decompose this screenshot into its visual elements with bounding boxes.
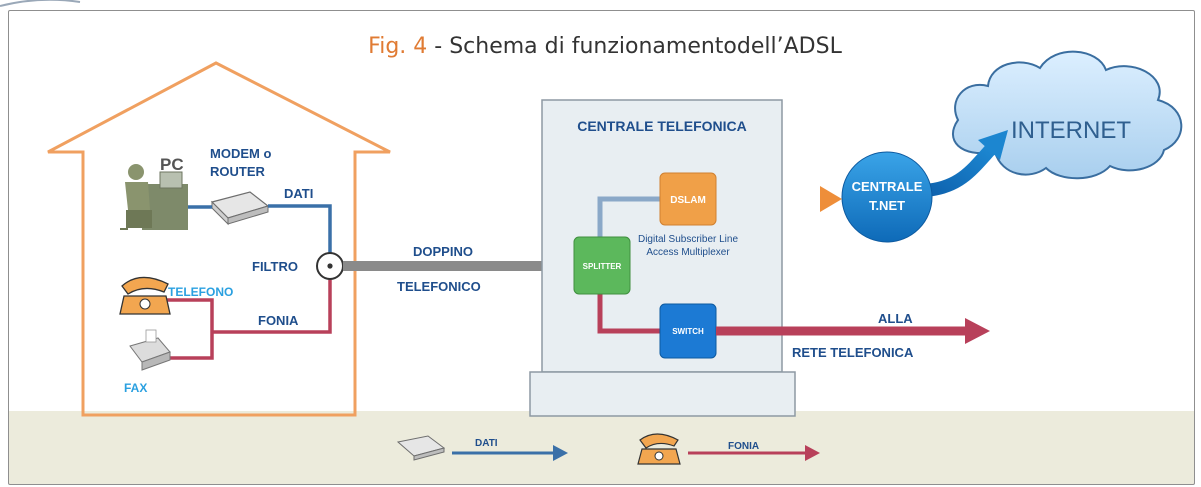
tnet-label-line1: CENTRALE xyxy=(852,179,923,194)
modem-icon xyxy=(210,191,270,226)
voice-line-phone xyxy=(165,298,214,360)
telefonico-label: TELEFONICO xyxy=(397,279,481,294)
rete-label-line2: RETE TELEFONICA xyxy=(792,345,914,360)
exchange-base xyxy=(529,371,796,417)
splitter-to-switch-line xyxy=(597,293,660,334)
legend-modem-icon xyxy=(396,435,446,461)
dati-label: DATI xyxy=(284,186,313,201)
legend-dati-arrowhead xyxy=(553,445,568,461)
tnet-internet-curve xyxy=(928,145,995,197)
house-outline xyxy=(47,61,391,417)
modem-label-line2: ROUTER xyxy=(210,164,266,179)
legend-band xyxy=(9,411,1194,484)
telefono-label: TELEFONO xyxy=(168,285,233,299)
internet-cloud xyxy=(952,50,1183,180)
legend-dati-label: DATI xyxy=(475,438,498,449)
dslam-label: DSLAM xyxy=(670,195,706,206)
internet-label: INTERNET xyxy=(1011,117,1131,144)
splitter-label: SPLITTER xyxy=(583,262,622,271)
modem-label-line1: MODEM o xyxy=(210,146,271,161)
tnet-node xyxy=(841,151,933,243)
data-line-modem-filter xyxy=(268,204,332,253)
filtro-label: FILTRO xyxy=(252,259,298,274)
fax-label: FAX xyxy=(124,381,147,395)
fonia-label: FONIA xyxy=(258,313,299,328)
rete-label-line1: ALLA xyxy=(878,311,913,326)
dslam-tnet-arrowhead xyxy=(820,186,842,212)
figure-title-text: - Schema di funzionamentodell’ADSL xyxy=(427,34,842,59)
switch-label: SWITCH xyxy=(672,327,704,336)
dslam-desc-line1: Digital Subscriber Line xyxy=(638,234,738,245)
pc-label: PC xyxy=(160,155,184,174)
corner-arc xyxy=(0,0,81,7)
dslam-desc-line2: Access Multiplexer xyxy=(646,247,730,258)
splitter-to-dslam-line xyxy=(597,196,660,240)
telephone-icon xyxy=(119,276,171,315)
tnet-label-line2: T.NET xyxy=(869,198,905,213)
legend-fonia-arrowhead xyxy=(805,445,820,461)
tnet-internet-arrowhead xyxy=(978,130,1008,160)
voice-line-filter xyxy=(212,279,332,334)
legend-fonia-label: FONIA xyxy=(728,441,759,452)
exchange-title: CENTRALE TELEFONICA xyxy=(577,118,747,134)
figure-title: Fig. 4 - Schema di funzionamentodell’ADS… xyxy=(300,34,910,59)
pc-icon xyxy=(120,164,188,230)
filter-node-dot xyxy=(327,263,333,269)
doppino-label: DOPPINO xyxy=(413,244,473,259)
diagram-frame xyxy=(8,10,1195,485)
legend-phone-icon xyxy=(637,433,681,465)
switch-rete-arrowhead xyxy=(965,318,990,344)
splitter-box xyxy=(573,236,631,295)
fax-icon xyxy=(129,329,171,371)
figure-label: Fig. 4 xyxy=(368,34,428,59)
top-strip xyxy=(0,0,1201,10)
